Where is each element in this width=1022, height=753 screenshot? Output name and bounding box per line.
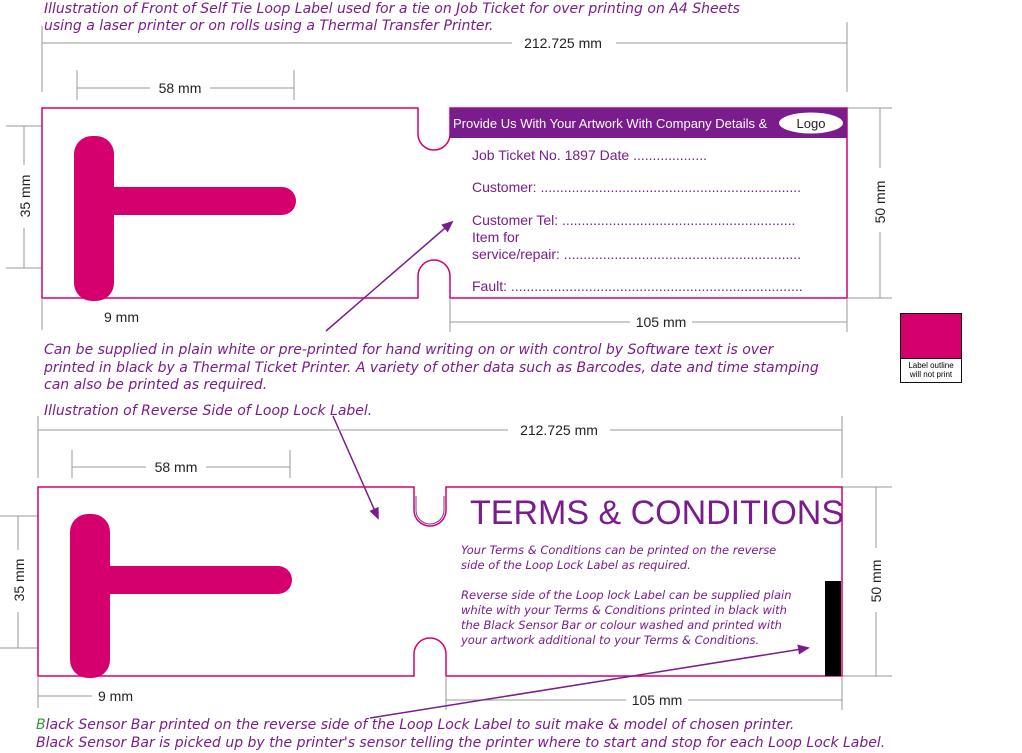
legend-swatch xyxy=(901,314,961,359)
front-dim-ticket: 105 mm xyxy=(449,298,848,332)
legend-line2: will not print xyxy=(909,370,953,379)
front-dim-height-left-label: 35 mm xyxy=(17,175,33,218)
bottom-note-line2: Black Sensor Bar is picked up by the pri… xyxy=(36,735,885,751)
legend-line1: Label outline xyxy=(908,361,954,370)
front-dim-height-left: 35 mm xyxy=(6,125,42,269)
reverse-dim-ticket: 105 mm xyxy=(445,676,843,710)
bottom-note-first-letter: B xyxy=(36,717,46,733)
field-job-ticket: Job Ticket No. 1897 Date ...............… xyxy=(472,147,707,163)
front-pointer-arrow xyxy=(325,220,454,332)
reverse-dim-small-label: 9 mm xyxy=(98,688,133,704)
reverse-dim-tab: 58 mm xyxy=(71,450,291,478)
front-dim-height-right-label: 50 mm xyxy=(872,181,888,224)
reverse-pointer-arrow xyxy=(332,415,379,520)
reverse-caption: Illustration of Reverse Side of Loop Loc… xyxy=(44,403,372,419)
reverse-dim-total-label: 212.725 mm xyxy=(520,422,598,438)
middle-note-line3: can also be printed as required. xyxy=(44,377,267,393)
terms-para1-line2: side of the Loop Lock Label as required. xyxy=(461,558,691,572)
front-dim-ticket-label: 105 mm xyxy=(636,314,687,330)
field-item-line2: service/repair: ........................… xyxy=(472,246,801,262)
middle-note-line1: Can be supplied in plain white or pre-pr… xyxy=(44,342,775,358)
terms-title: TERMS & CONDITIONS xyxy=(470,494,844,532)
reverse-dim-small: 9 mm xyxy=(37,676,133,708)
reverse-dim-height-left: 35 mm xyxy=(0,515,38,649)
reverse-notch-trace xyxy=(415,496,445,525)
reverse-dim-height-left-label: 35 mm xyxy=(11,559,27,602)
middle-note-line2: printed in black by a Thermal Ticket Pri… xyxy=(43,360,819,376)
field-fault: Fault: .................................… xyxy=(472,278,803,294)
reverse-dim-height-right-label: 50 mm xyxy=(868,560,884,603)
front-dim-total: 212.725 mm xyxy=(41,22,848,92)
reverse-dim-height-right: 50 mm xyxy=(842,486,892,677)
terms-para2-line3: the Black Sensor Bar or colour washed an… xyxy=(461,618,782,632)
terms-para2-line1: Reverse side of the Loop lock Label can … xyxy=(461,588,792,602)
sensor-pointer-arrow xyxy=(369,644,810,719)
front-dim-total-label: 212.725 mm xyxy=(524,35,602,51)
front-dim-tab-label: 58 mm xyxy=(159,80,202,96)
bottom-note-line1-rest: lack Sensor Bar printed on the reverse s… xyxy=(46,717,795,733)
field-item-line1: Item for xyxy=(472,229,520,245)
terms-para2-line4: your artwork additional to your Terms & … xyxy=(460,633,759,647)
terms-para2-line2: white with your Terms & Conditions print… xyxy=(461,603,787,617)
legend-text: Label outline will not print xyxy=(901,359,961,379)
legend-box: Label outline will not print xyxy=(900,313,962,383)
reverse-dim-ticket-label: 105 mm xyxy=(632,692,683,708)
front-dim-tab: 58 mm xyxy=(76,70,295,100)
reverse-t-shape xyxy=(70,514,292,678)
black-sensor-bar xyxy=(825,581,841,676)
front-dim-small: 9 mm xyxy=(41,298,139,330)
reverse-dim-total: 212.725 mm xyxy=(37,416,843,478)
banner-text: Provide Us With Your Artwork With Compan… xyxy=(453,116,768,131)
front-dim-small-label: 9 mm xyxy=(104,309,139,325)
front-caption-line2: using a laser printer or on rolls using … xyxy=(44,18,493,34)
front-dim-height-right: 50 mm xyxy=(847,107,892,299)
bottom-note-line1: Black Sensor Bar printed on the reverse … xyxy=(36,717,794,733)
logo-badge xyxy=(779,112,843,134)
reverse-dim-tab-label: 58 mm xyxy=(155,459,198,475)
field-customer-tel: Customer Tel: ..........................… xyxy=(472,212,795,228)
front-caption-line1: Illustration of Front of Self Tie Loop L… xyxy=(44,1,740,17)
logo-text: Logo xyxy=(797,116,826,131)
terms-para1-line1: Your Terms & Conditions can be printed o… xyxy=(461,543,776,557)
front-t-shape xyxy=(74,136,296,301)
field-customer: Customer: ..............................… xyxy=(472,179,801,195)
